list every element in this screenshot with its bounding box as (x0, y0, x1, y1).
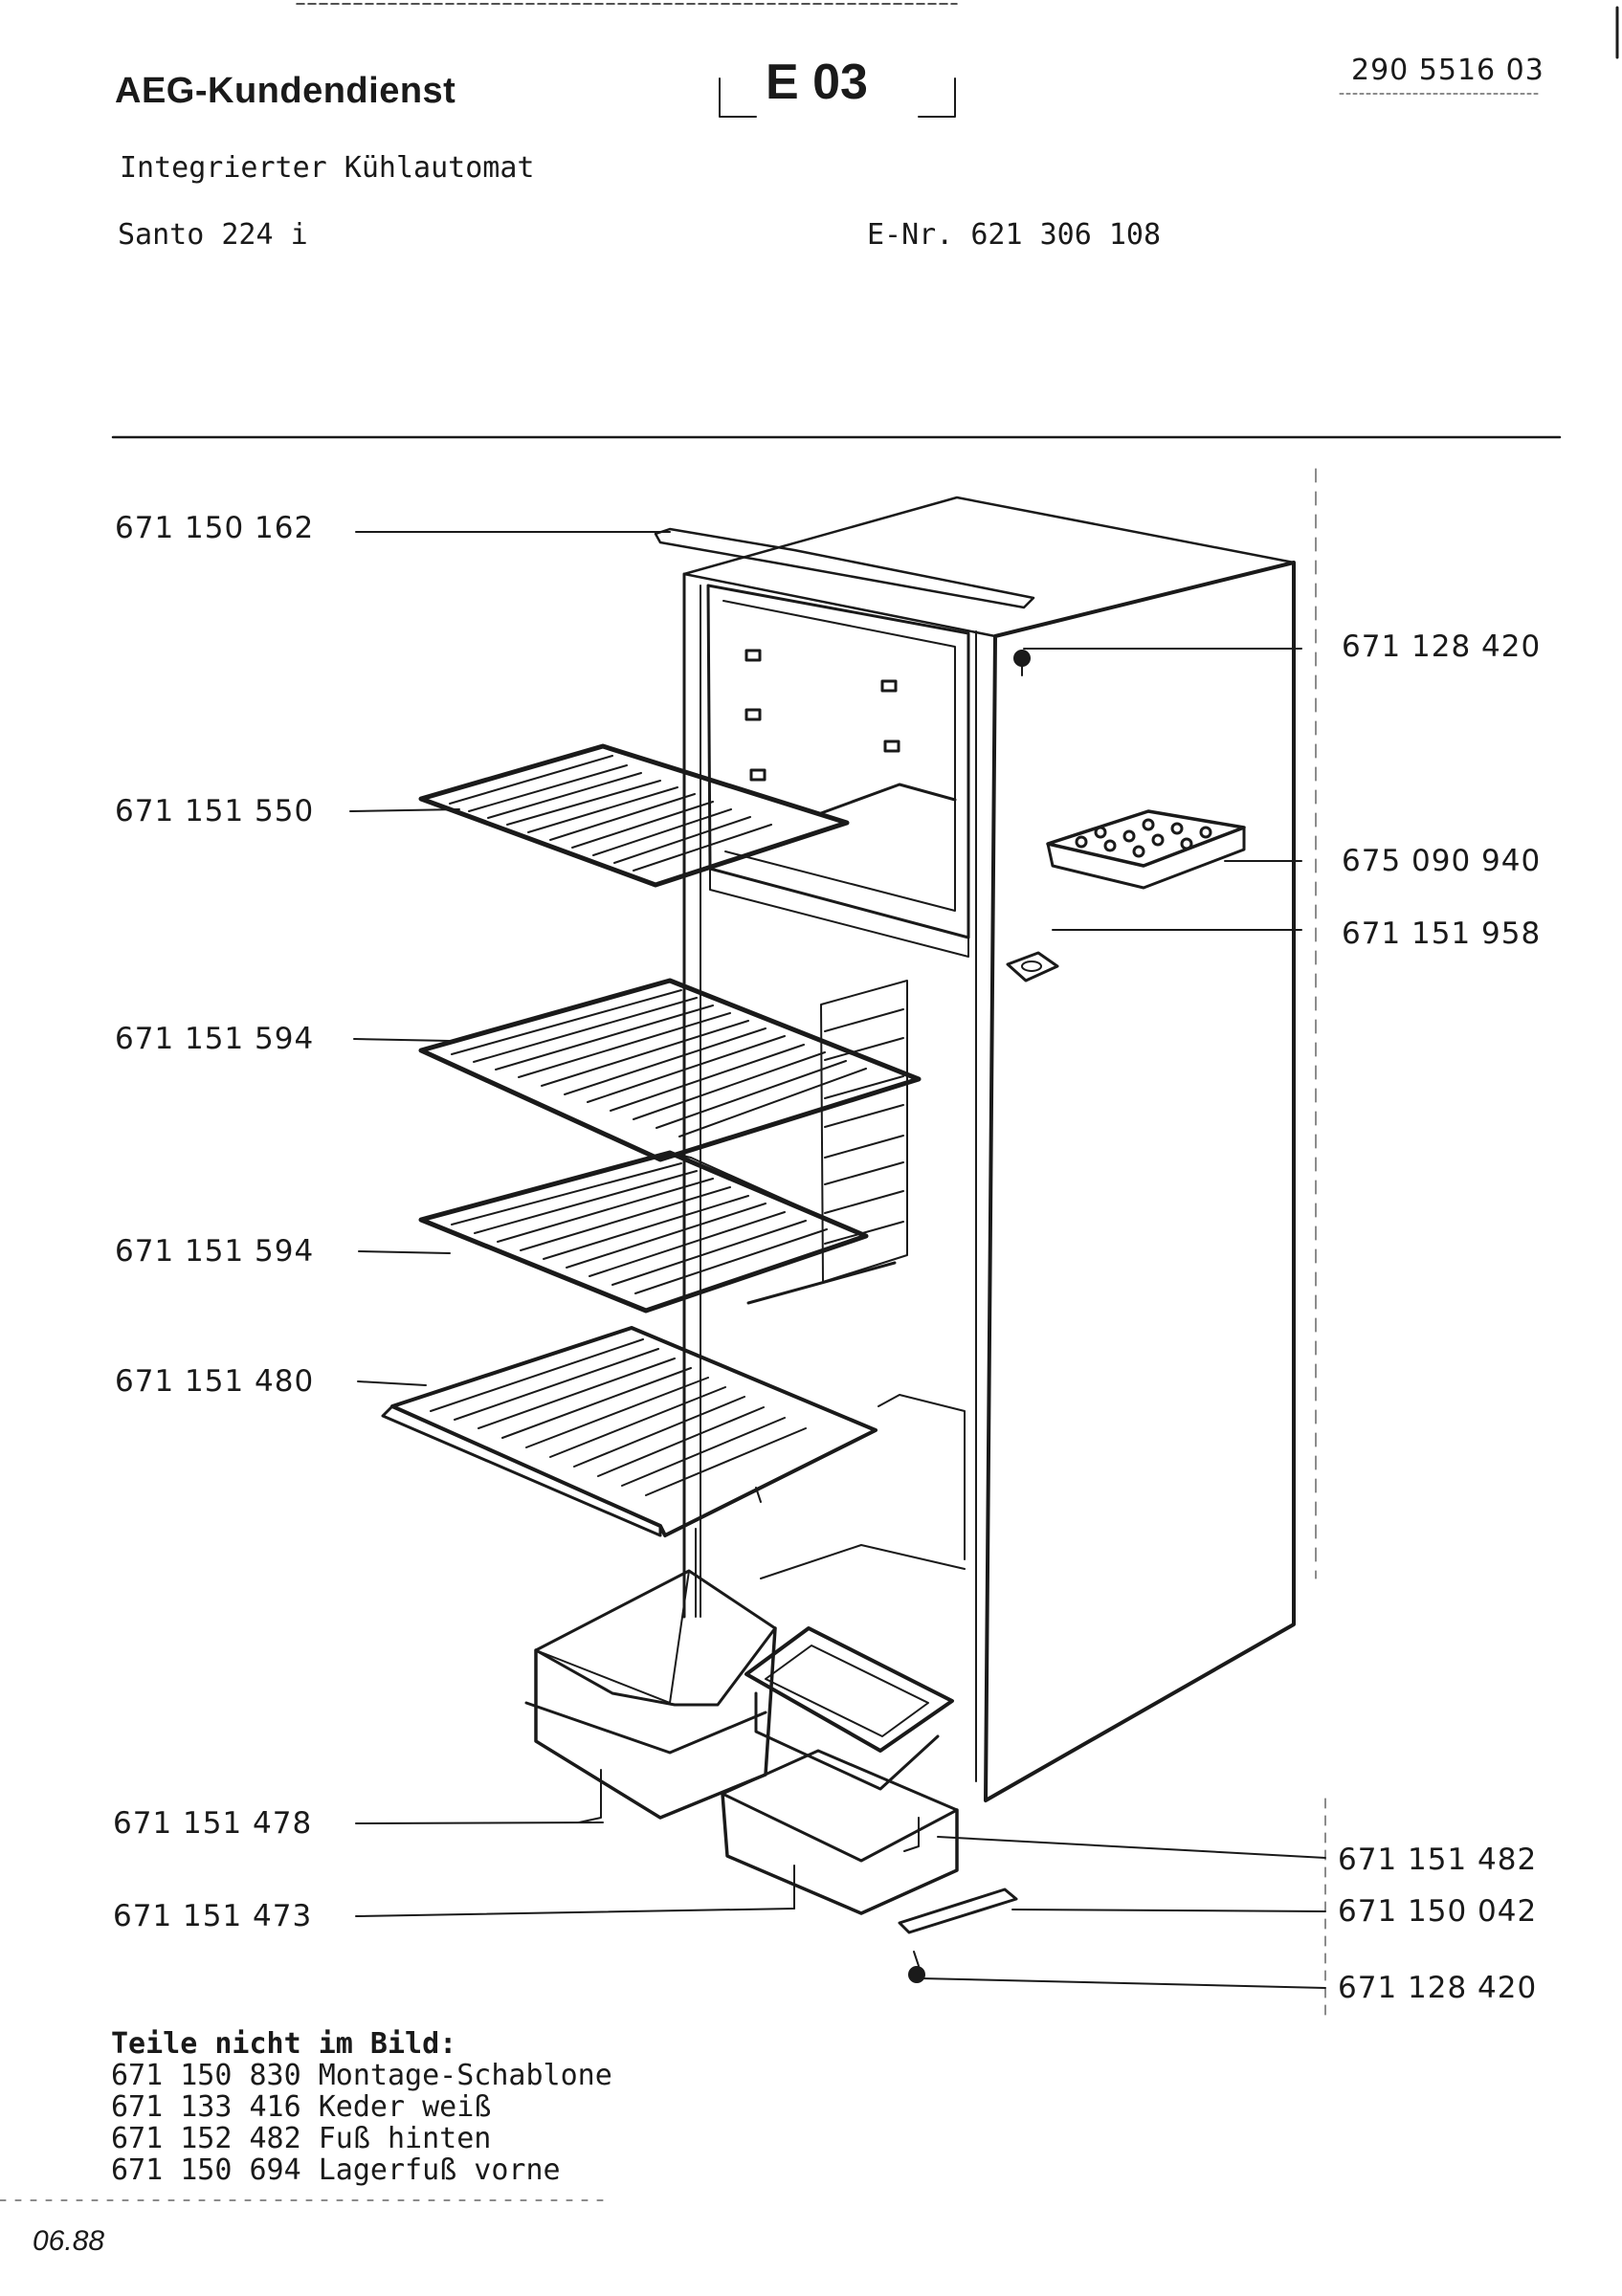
part-label-top-cover: 671 150 162 (115, 511, 315, 545)
scan-artifacts (0, 3, 1619, 2201)
leader-lines (349, 531, 1326, 1989)
bottom-drawer (721, 1749, 959, 1915)
crisper-drawer-small (744, 1626, 954, 1791)
company-name: AEG-Kundendienst (115, 71, 456, 111)
fridge-cabinet (682, 496, 1296, 1802)
part-label-hinge-top: 671 128 420 (1342, 629, 1542, 664)
part-label-ice-tray: 675 090 940 (1342, 844, 1542, 878)
part-label-crisper-small: 671 151 473 (113, 1899, 313, 1933)
freezer-compartment (706, 584, 970, 958)
part-label-freezer-shelf: 671 151 550 (115, 794, 315, 828)
part-label-thermostat-knob: 671 151 958 (1342, 916, 1542, 951)
part-label-hinge-bottom: 671 128 420 (1338, 1971, 1538, 2005)
not-shown-item: 671 150 830 Montage-Schablone (111, 2059, 612, 2092)
section-code: E 03 (766, 55, 868, 110)
wire-shelf-middle (418, 1150, 869, 1314)
shelf-rails (746, 980, 908, 1305)
bottom-compartment (695, 1394, 966, 1618)
revision-date: 06.88 (33, 2225, 105, 2257)
not-shown-item: 671 152 482 Fuß hinten (111, 2122, 492, 2155)
document-number: 290 5516 03 (1351, 54, 1544, 87)
part-label-shelf-lower: 671 151 480 (115, 1364, 315, 1399)
crisper-drawer-large (524, 1569, 777, 1823)
part-label-foot-strip: 671 150 042 (1338, 1894, 1538, 1929)
shelf-lower (381, 1326, 878, 1537)
section-bracket (719, 77, 956, 118)
part-label-drawer-cover: 671 151 482 (1338, 1843, 1538, 1877)
part-label-shelf-upper: 671 151 594 (115, 1022, 315, 1056)
top-cover-plate (654, 527, 1035, 609)
freezer-wire-shelf (418, 743, 850, 888)
thermostat-knob (1006, 951, 1059, 982)
not-shown-item: 671 150 694 Lagerfuß vorne (111, 2153, 561, 2187)
top-hinge (1013, 650, 1031, 676)
e-number: E-Nr. 621 306 108 (867, 218, 1162, 252)
not-shown-item: 671 133 416 Keder weiß (111, 2090, 492, 2124)
ice-tray (1046, 809, 1246, 890)
part-label-crisper-large: 671 151 478 (113, 1806, 313, 1841)
model-name: Santo 224 i (118, 218, 308, 252)
parts-not-shown: Teile nicht im Bild: 671 150 830 Montage… (111, 2028, 612, 2186)
part-label-shelf-middle: 671 151 594 (115, 1234, 315, 1269)
wire-shelf-upper (418, 978, 922, 1162)
foot-strip (898, 1888, 1018, 1934)
appliance-type: Integrierter Kühlautomat (120, 151, 535, 185)
parts-not-shown-title: Teile nicht im Bild: (111, 2027, 457, 2061)
